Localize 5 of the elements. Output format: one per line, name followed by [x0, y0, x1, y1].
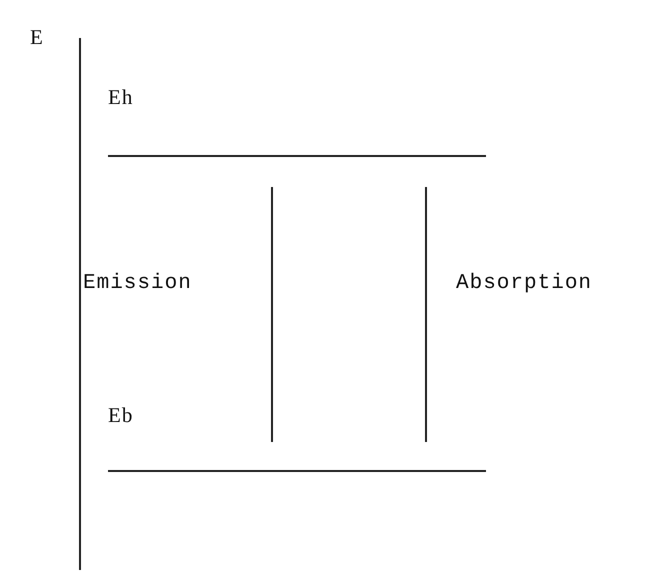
axis-label: E [30, 25, 44, 50]
emission-label: Emission [83, 272, 192, 295]
level-label: Eb [108, 403, 134, 428]
absorption-label: Absorption [456, 272, 592, 295]
level-label: Eh [108, 85, 134, 110]
